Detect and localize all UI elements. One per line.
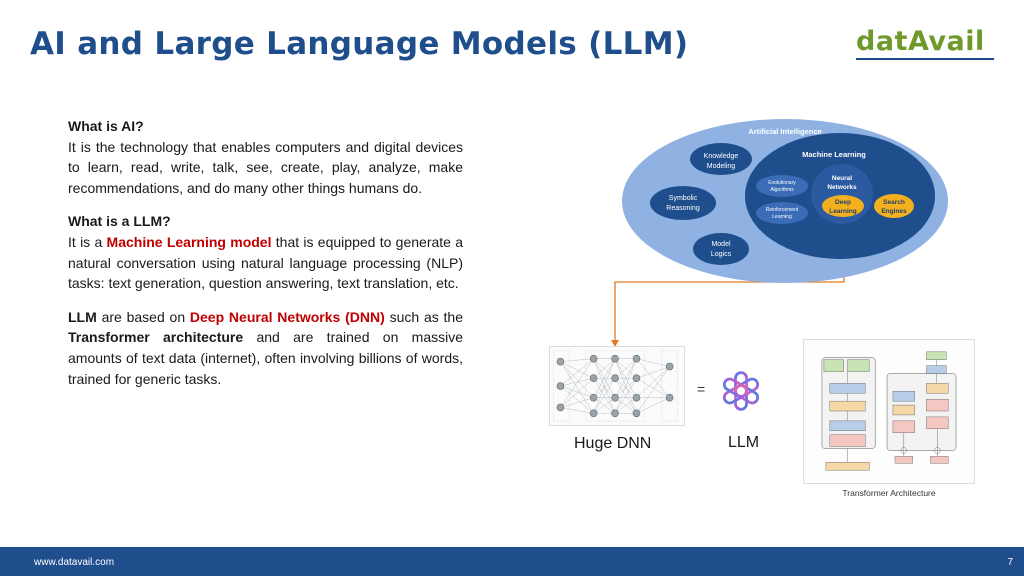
svg-text:Model: Model <box>711 241 731 248</box>
machine-learning-highlight: Machine Learning model <box>106 233 272 250</box>
logo-text: datAvail <box>856 26 985 57</box>
svg-text:Logics: Logics <box>711 251 732 258</box>
svg-text:Search: Search <box>883 199 905 206</box>
dnn-paragraph: LLM are based on Deep Neural Networks (D… <box>68 307 463 389</box>
machine-learning-label: Machine Learning <box>802 150 866 159</box>
dnn-text-part-1: are based on <box>101 308 186 325</box>
dnn-text-part-3: and are trained on massive amounts of te… <box>68 329 464 387</box>
svg-text:Deep: Deep <box>835 199 851 206</box>
svg-text:Neural: Neural <box>832 175 852 182</box>
dnn-highlight: Deep Neural Networks (DNN) <box>189 308 385 325</box>
llm-bold: LLM <box>68 308 97 325</box>
svg-text:Reinforcement: Reinforcement <box>766 207 799 213</box>
ai-text: It is the technology that enables comput… <box>68 138 463 196</box>
svg-text:Knowledge: Knowledge <box>704 153 739 160</box>
llm-caption: LLM <box>728 434 760 451</box>
ai-heading: What is AI? <box>68 118 144 134</box>
svg-text:Reasoning: Reasoning <box>666 205 700 212</box>
slide-title: AI and Large Language Models (LLM) <box>30 26 689 62</box>
llm-text-part-1: It is a <box>68 233 103 250</box>
ai-definition-block: What is AI? It is the technology that en… <box>68 116 463 198</box>
deep-learning-node: Deep Learning <box>822 195 864 217</box>
openai-logo-icon <box>722 371 760 411</box>
page-number: 7 <box>1007 557 1013 568</box>
llm-heading: What is a LLM? <box>68 213 171 230</box>
text-column: What is AI? It is the technology that en… <box>68 116 463 402</box>
svg-text:Networks: Networks <box>827 184 857 191</box>
knowledge-modeling-node: Knowledge Modeling <box>690 143 752 175</box>
huge-dnn-caption: Huge DNN <box>574 435 652 452</box>
svg-text:Learning: Learning <box>772 214 792 220</box>
svg-text:Symbolic: Symbolic <box>669 195 698 202</box>
neural-network-image <box>549 346 685 426</box>
datavail-logo: datAvail <box>856 26 1000 62</box>
svg-text:Learning: Learning <box>829 208 856 215</box>
dnn-block: LLM are based on Deep Neural Networks (D… <box>68 307 463 389</box>
ai-venn-diagram: Artificial Intelligence Machine Learning… <box>622 119 948 283</box>
symbolic-reasoning-node: Symbolic Reasoning <box>650 186 716 220</box>
llm-definition-block: What is a LLM? It is a Machine Learning … <box>68 211 463 293</box>
model-logics-node: Model Logics <box>693 233 749 265</box>
footer-bar: www.datavail.com 7 <box>0 547 1024 576</box>
svg-text:Engines: Engines <box>881 208 907 215</box>
svg-text:Algorithms: Algorithms <box>770 187 794 193</box>
search-engines-node: Search Engines <box>874 194 914 218</box>
llm-text-part-2: that is equipped to generate a natural c… <box>68 233 464 292</box>
equals-sign: = <box>697 381 706 397</box>
svg-text:Modeling: Modeling <box>707 163 736 170</box>
reinforcement-learning-node: Reinforcement Learning <box>756 202 808 224</box>
transformer-bold: Transformer architecture <box>68 329 244 346</box>
transformer-architecture-image <box>803 339 975 484</box>
evolutionary-algorithms-node: Evolutionary Algorithms <box>756 175 808 197</box>
artificial-intelligence-label: Artificial Intelligence <box>748 127 821 136</box>
llm-paragraph: It is a Machine Learning model that is e… <box>68 232 463 294</box>
transformer-caption: Transformer Architecture <box>842 488 936 498</box>
footer-url[interactable]: www.datavail.com <box>34 557 115 568</box>
dnn-text-part-2: such as the <box>389 308 463 325</box>
logo-underline <box>856 58 994 60</box>
svg-text:Evolutionary: Evolutionary <box>768 180 796 186</box>
